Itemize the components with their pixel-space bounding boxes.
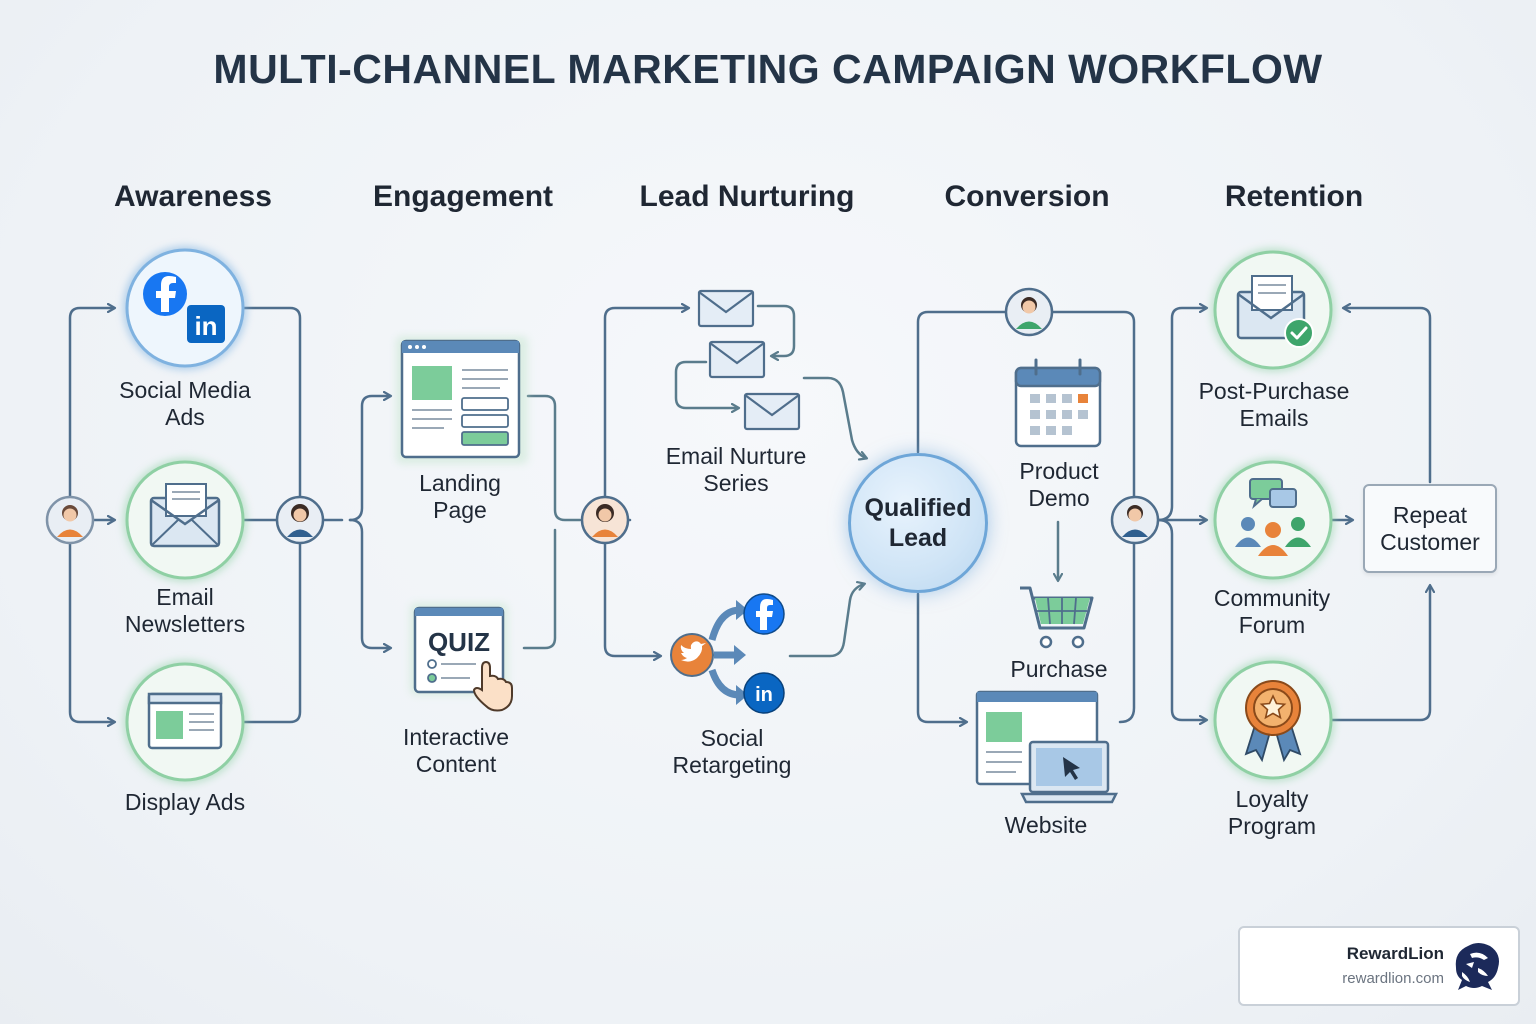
svg-text:in: in <box>194 311 217 341</box>
lion-logo-icon <box>1455 943 1499 990</box>
cart-icon <box>1020 586 1094 649</box>
svg-text:in: in <box>755 684 773 706</box>
repeat-customer-node: Repeat Customer <box>1363 484 1497 573</box>
loyalty-program-node <box>1211 658 1335 782</box>
brand-url[interactable]: rewardlion.com <box>1342 970 1444 987</box>
display-ads-label: Display Ads <box>124 789 246 815</box>
social-retargeting-icon: in <box>670 593 785 714</box>
person-icon <box>275 495 325 545</box>
stage-retention: Retention <box>1224 180 1364 213</box>
person-icon <box>45 495 95 545</box>
landing-page-icon <box>396 336 528 464</box>
chat-people-icon <box>1235 478 1311 556</box>
page-title: MULTI-CHANNEL MARKETING CAMPAIGN WORKFLO… <box>213 46 1323 92</box>
facebook-icon <box>143 272 187 316</box>
linkedin-icon: in <box>743 672 785 714</box>
envelope-icon <box>149 483 221 548</box>
repeat-customer-line2: Customer <box>1380 528 1480 555</box>
brand-name: RewardLion <box>1346 944 1444 963</box>
website-label: Website <box>1004 812 1088 838</box>
display-ads-node <box>123 660 247 784</box>
facebook-icon <box>743 593 785 635</box>
envelope-icon <box>708 340 766 379</box>
connectors <box>68 306 1430 722</box>
person-icon <box>1004 287 1054 337</box>
qualified-lead-node: Qualified Lead <box>848 453 988 593</box>
email-newsletters-node <box>123 458 247 582</box>
social-media-ads-node: in <box>123 246 247 370</box>
stage-awareness: Awareness <box>114 180 272 213</box>
envelope-icon <box>743 392 801 431</box>
quiz-text: QUIZ <box>428 627 490 657</box>
medal-icon <box>1244 680 1302 763</box>
twitter-icon <box>670 633 714 677</box>
envelope-icon <box>697 289 755 328</box>
quiz-icon: QUIZ <box>410 603 513 712</box>
stage-lead-nurturing: Lead Nurturing <box>639 180 855 213</box>
repeat-customer-line1: Repeat <box>1392 501 1468 528</box>
post-purchase-emails-node <box>1211 248 1335 372</box>
browser-icon <box>147 692 223 750</box>
purchase-label: Purchase <box>1010 656 1108 682</box>
person-icon <box>1110 495 1160 545</box>
stage-engagement: Engagement <box>372 180 554 213</box>
calendar-icon <box>1014 358 1102 448</box>
laptop-icon <box>975 690 1119 804</box>
hand-pointer-icon <box>472 660 513 712</box>
qualified-lead-line2: Lead <box>888 524 948 552</box>
email-nurture-envelopes <box>697 289 801 431</box>
person-icon <box>580 495 630 545</box>
linkedin-icon: in <box>187 305 225 343</box>
checkmark-icon <box>1284 318 1314 348</box>
qualified-lead-line1: Qualified <box>864 494 972 522</box>
community-forum-node <box>1211 458 1335 582</box>
brand-badge[interactable]: RewardLion rewardlion.com <box>1238 926 1520 1006</box>
stage-conversion: Conversion <box>944 180 1110 213</box>
